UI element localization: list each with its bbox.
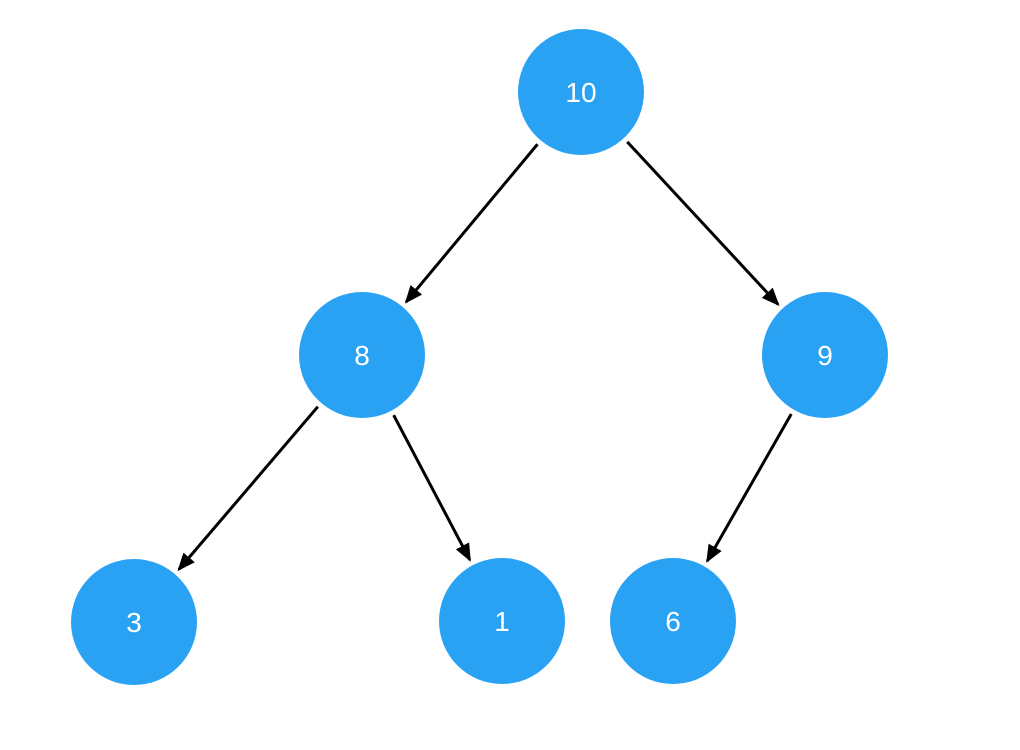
tree-node-label: 1 bbox=[494, 606, 510, 637]
tree-node-label: 8 bbox=[354, 340, 370, 371]
tree-node-circle bbox=[439, 558, 565, 684]
tree-node-circle bbox=[518, 29, 644, 155]
tree-node-label: 9 bbox=[817, 340, 833, 371]
tree-node-10: 10 bbox=[518, 29, 644, 155]
tree-node-circle bbox=[762, 292, 888, 418]
tree-edge-8-1 bbox=[392, 414, 472, 562]
tree-edge-8-3 bbox=[177, 405, 319, 572]
tree-node-1: 1 bbox=[439, 558, 565, 684]
tree-node-label: 10 bbox=[565, 77, 596, 108]
tree-node-circle bbox=[71, 559, 197, 685]
tree-node-label: 6 bbox=[665, 606, 681, 637]
tree-edge-10-8 bbox=[404, 143, 539, 304]
tree-edge-10-9 bbox=[626, 140, 780, 306]
tree-node-6: 6 bbox=[610, 558, 736, 684]
tree-node-circle bbox=[299, 292, 425, 418]
tree-node-8: 8 bbox=[299, 292, 425, 418]
tree-node-3: 3 bbox=[71, 559, 197, 685]
tree-node-9: 9 bbox=[762, 292, 888, 418]
tree-edge-9-6 bbox=[705, 413, 793, 563]
tree-node-circle bbox=[610, 558, 736, 684]
tree-node-label: 3 bbox=[126, 607, 142, 638]
